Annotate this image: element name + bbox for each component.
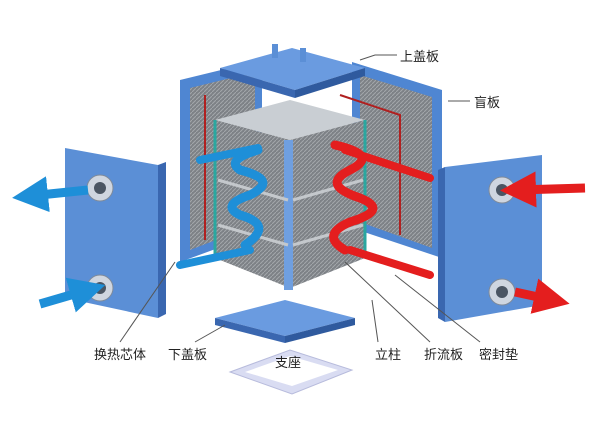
bottom-cover <box>215 300 355 343</box>
label-support: 支座 <box>275 356 302 371</box>
cold-flow-path <box>176 144 268 269</box>
cold-inlet-arrow <box>38 277 106 313</box>
baffle <box>292 178 364 202</box>
label-blind-plate: 盲板 <box>474 96 501 111</box>
label-core: 换热芯体 <box>94 348 147 363</box>
top-cover <box>220 44 365 98</box>
leader-lines <box>119 54 481 343</box>
label-bottom-cover: 下盖板 <box>168 348 208 363</box>
baffle <box>292 223 364 247</box>
label-gasket: 密封垫 <box>479 348 519 363</box>
lifting-lug <box>300 48 306 62</box>
column <box>284 140 293 290</box>
label-top-cover: 上盖板 <box>400 50 440 65</box>
hot-inlet-arrow <box>500 171 586 208</box>
lifting-lug <box>272 44 278 58</box>
label-column: 立柱 <box>375 348 402 363</box>
cold-outlet-arrow <box>12 176 89 213</box>
label-baffle: 折流板 <box>424 348 464 363</box>
hot-flow-path <box>329 140 434 279</box>
hot-outlet-arrow <box>514 278 570 314</box>
heat-exchange-core <box>213 100 367 290</box>
support-frame <box>228 349 354 395</box>
